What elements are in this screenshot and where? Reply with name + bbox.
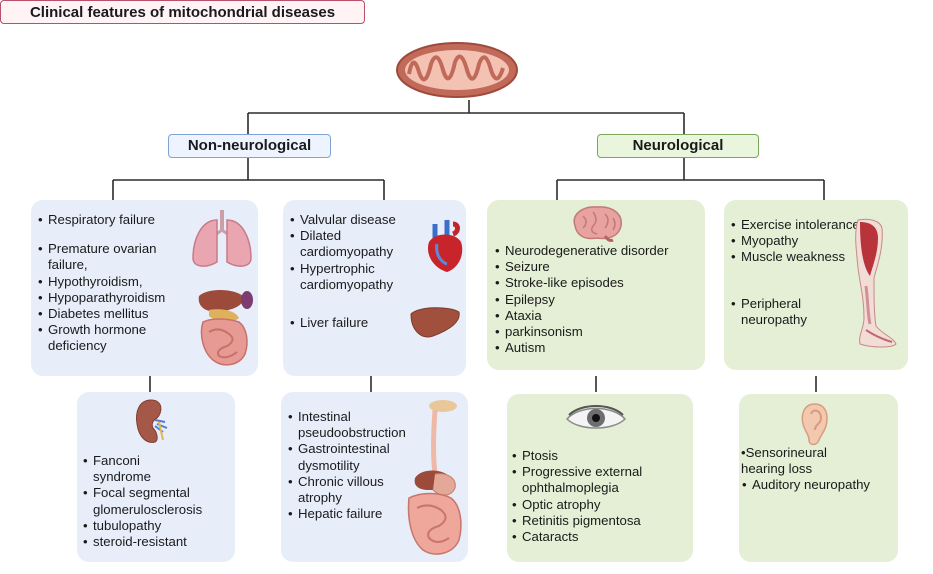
list-item: Valvular disease <box>289 212 427 228</box>
box-respiratory-endocrine: Respiratory failure Premature ovarian fa… <box>31 200 258 376</box>
list-item: Autism <box>494 340 702 356</box>
liver-icon <box>410 307 460 338</box>
list-item: Hypothyroidism, <box>37 274 179 290</box>
list-item: Gastrointestinal dysmotility <box>287 441 423 473</box>
mitochondrion-icon <box>396 42 518 98</box>
lungs-icon <box>192 210 252 267</box>
box-renal: Fanconi syndrome Focal segmental glomeru… <box>77 392 235 562</box>
list-item: Chronic villous atrophy <box>287 474 408 506</box>
list-item: Fanconi syndrome <box>82 453 173 485</box>
box-cardiac-hepatic: Valvular disease Dilated cardiomyopathy … <box>283 200 466 376</box>
list-item: Premature ovarian failure, <box>37 241 179 273</box>
list-item: Muscle weakness <box>730 249 876 265</box>
list-item: Myopathy <box>730 233 876 249</box>
list-item: Liver failure <box>289 315 427 331</box>
list-item: Epilepsy <box>494 292 702 308</box>
box-gastrointestinal: Intestinal pseudoobstruction Gastrointes… <box>281 392 468 562</box>
list-item: Retinitis pigmentosa <box>511 513 691 529</box>
box-ophthalmic: Ptosis Progressive external ophthalmople… <box>507 394 693 562</box>
list-item: Neurodegenerative disorder <box>494 243 702 259</box>
list-item: Exercise intolerance <box>730 217 901 233</box>
list-item: Stroke-like episodes <box>494 275 702 291</box>
endocrine-organs-icon <box>198 290 253 366</box>
list-item: parkinsonism <box>494 324 702 340</box>
heart-icon <box>427 220 463 272</box>
diagram-title: Clinical features of mitochondrial disea… <box>0 0 365 24</box>
eye-icon <box>565 405 627 429</box>
list-item: Ptosis <box>511 448 691 464</box>
list-item: Ataxia <box>494 308 702 324</box>
list-item: Auditory neuropathy <box>741 477 896 493</box>
list-item: Intestinal pseudoobstruction <box>287 409 427 441</box>
ear-icon <box>801 403 828 446</box>
branch-neurological: Neurological <box>597 134 759 158</box>
branch-non-neurological: Non-neurological <box>168 134 331 158</box>
digestive-tract-icon <box>407 400 462 555</box>
box-neuromuscular: Exercise intolerance Myopathy Muscle wea… <box>724 200 908 370</box>
list-item: Respiratory failure <box>37 212 179 228</box>
list-item: Hypoparathyroidism <box>37 290 220 306</box>
box-neurological-cns: Neurodegenerative disorder Seizure Strok… <box>487 200 705 370</box>
list-item: Dilated cardiomyopathy <box>289 228 427 260</box>
list-item: steroid-resistant <box>82 534 234 550</box>
list-item: Seizure <box>494 259 702 275</box>
leg-muscle-icon <box>855 218 897 348</box>
kidney-icon <box>136 399 168 443</box>
list-item: tubulopathy <box>82 518 234 534</box>
list-item: Focal segmental glomerulosclerosis <box>82 485 223 517</box>
list-item: Optic atrophy <box>511 497 691 513</box>
list-item: Peripheral neuropathy <box>730 296 851 328</box>
list-item: Progressive external ophthalmoplegia <box>511 464 682 496</box>
list-item: Hepatic failure <box>287 506 427 522</box>
list-item: •Sensorineural hearing loss <box>741 445 827 477</box>
list-item: Diabetes mellitus <box>37 306 179 322</box>
brain-icon <box>573 206 622 242</box>
list-item: Cataracts <box>511 529 691 545</box>
list-item: Growth hormone deficiency <box>37 322 179 354</box>
box-auditory: •Sensorineural hearing loss Auditory neu… <box>739 394 898 562</box>
list-item: Hypertrophic cardiomyopathy <box>289 261 427 293</box>
